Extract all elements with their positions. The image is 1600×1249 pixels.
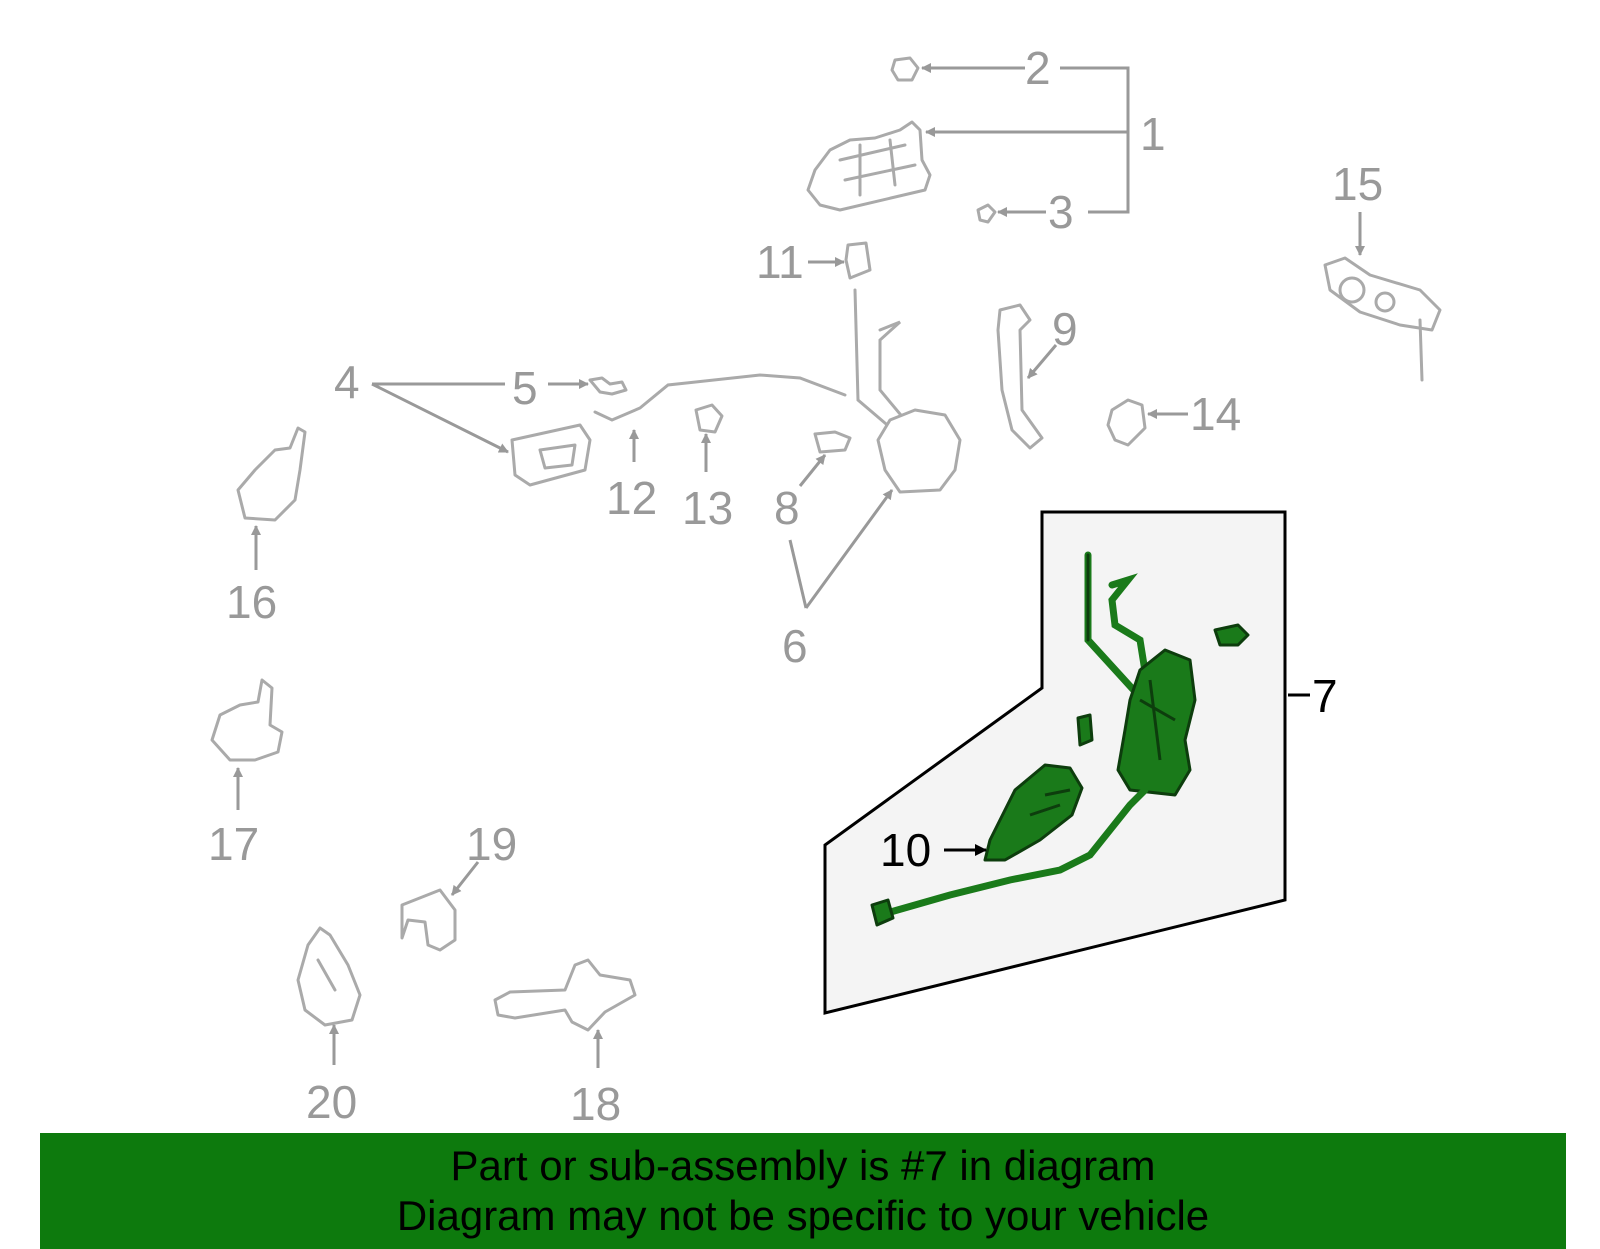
label-12: 12 <box>606 472 657 524</box>
label-4: 4 <box>334 356 360 408</box>
label-18: 18 <box>570 1078 621 1130</box>
label-17: 17 <box>208 818 259 870</box>
label-19: 19 <box>466 818 517 870</box>
label-14: 14 <box>1190 388 1241 440</box>
label-1: 1 <box>1140 108 1166 160</box>
part-13-clip <box>694 403 724 434</box>
leader-6a <box>788 539 808 609</box>
leader-8 <box>798 454 827 487</box>
part-4-inner-handle <box>510 423 592 487</box>
part-1-outer-handle <box>806 120 932 212</box>
part-11-clip <box>844 241 872 280</box>
label-11: 11 <box>756 236 804 288</box>
part-9-seal <box>996 303 1044 450</box>
part-8-clip <box>813 430 852 454</box>
part-6-latch <box>853 288 962 494</box>
banner-line-2: Diagram may not be specific to your vehi… <box>396 1192 1210 1239</box>
label-16: 16 <box>226 576 277 628</box>
label-8: 8 <box>774 482 800 534</box>
part-19-bracket <box>400 888 457 952</box>
part-3-screw <box>976 203 997 224</box>
label-10: 10 <box>880 824 931 876</box>
part-2-clip <box>890 56 920 82</box>
label-13: 13 <box>682 482 733 534</box>
part-16-hinge <box>236 426 307 522</box>
part-20-striker <box>296 926 362 1027</box>
part-12-rod <box>593 373 847 422</box>
label-2: 2 <box>1025 42 1051 94</box>
label-9: 9 <box>1052 303 1078 355</box>
label-3: 3 <box>1048 186 1074 238</box>
label-5: 5 <box>512 362 538 414</box>
label-7: 7 <box>1312 670 1338 722</box>
label-20: 20 <box>306 1076 357 1128</box>
part-15-lock-cylinder <box>1323 256 1442 382</box>
banner-line-1: Part or sub-assembly is #7 in diagram <box>450 1142 1156 1189</box>
part-7-lock-assembly <box>870 551 1250 927</box>
label-15: 15 <box>1332 158 1383 210</box>
part-17-hinge <box>210 678 284 762</box>
bracket-1-2-3 <box>1060 66 1130 214</box>
leader-6b <box>804 489 894 609</box>
part-14-clip <box>1106 398 1147 447</box>
leader-9 <box>1026 344 1058 379</box>
disclaimer-banner: Part or sub-assembly is #7 in diagram Di… <box>40 1133 1566 1249</box>
inset-panel <box>823 510 1287 1015</box>
part-18-door-check <box>493 958 637 1032</box>
part-5-clip <box>588 376 628 396</box>
leader-19 <box>450 861 480 896</box>
leader-4b <box>371 382 509 454</box>
label-6: 6 <box>782 620 808 672</box>
